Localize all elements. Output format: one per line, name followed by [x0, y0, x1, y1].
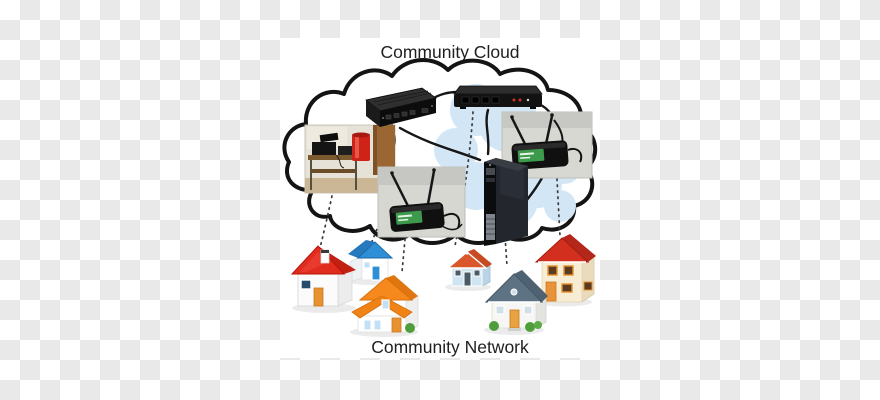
black-equipment — [312, 142, 336, 155]
house-window — [363, 261, 371, 269]
connection-line — [398, 126, 482, 162]
house-door — [371, 265, 381, 281]
cloud-title: Community Cloud — [380, 42, 519, 62]
diagram-svg: Community Cloud — [282, 42, 597, 357]
house-door — [509, 309, 520, 329]
house-window — [473, 269, 481, 277]
pc-optical-drive — [486, 168, 495, 175]
desktop-pc — [484, 158, 528, 246]
house-roof-side — [467, 249, 492, 268]
house-door — [313, 287, 324, 307]
attic-window — [510, 288, 518, 296]
photo-floor — [305, 178, 395, 193]
house-roof-side — [514, 270, 548, 302]
small-blue-house — [445, 249, 492, 291]
network-caption: Community Network — [371, 337, 529, 357]
red-bin — [352, 135, 370, 161]
wood-panel — [373, 125, 395, 175]
pc-power-button — [489, 164, 491, 166]
router-antenna — [544, 115, 554, 145]
house-roof — [446, 251, 488, 269]
house-window — [454, 269, 462, 277]
house-porch-roof — [351, 295, 413, 319]
house-roof — [356, 241, 394, 259]
house-window — [495, 305, 505, 315]
server-side — [366, 100, 380, 127]
dotted-link — [370, 223, 380, 245]
switch-ports — [461, 96, 500, 104]
router-cable — [443, 212, 461, 229]
upper-windows — [547, 265, 574, 276]
router-green-label — [395, 210, 423, 225]
house-window — [523, 305, 533, 315]
router-cable — [567, 148, 583, 163]
shrub — [489, 321, 499, 331]
house-window — [381, 299, 390, 310]
dotted-link — [319, 195, 333, 249]
tan-two-story-house — [534, 234, 596, 307]
house-roof-side — [562, 234, 596, 262]
house-roof-side — [348, 240, 375, 258]
router-green-label — [517, 148, 545, 163]
switch-top — [453, 85, 543, 95]
red-roof-house — [290, 245, 356, 313]
server-ports — [385, 108, 429, 120]
house-window — [583, 281, 593, 291]
gray-roof-house — [484, 270, 548, 335]
status-led — [512, 98, 516, 102]
shrub — [534, 321, 542, 329]
desk-top — [308, 155, 360, 160]
orange-roof-house — [350, 275, 419, 337]
house-door — [391, 317, 402, 333]
blue-roof-house — [348, 240, 394, 285]
house-roof-side — [386, 275, 418, 300]
router-antenna — [426, 170, 436, 205]
server-front — [380, 98, 436, 127]
shrub — [525, 322, 535, 332]
shrub — [405, 323, 415, 333]
router-antenna — [390, 173, 410, 207]
pc-vent-grille — [486, 214, 495, 240]
community-cloud-diagram: Community Cloud — [280, 38, 600, 358]
network-switch — [453, 85, 543, 109]
house-window — [563, 265, 574, 276]
house-door — [463, 271, 472, 287]
status-led — [518, 98, 522, 102]
router-antenna — [510, 117, 528, 147]
mini-server — [365, 87, 437, 127]
house-door — [545, 281, 557, 302]
wifi-router-right — [501, 111, 593, 179]
door-steps — [508, 328, 521, 331]
house-window — [561, 283, 573, 293]
pc-top — [484, 158, 528, 171]
connection-line — [485, 108, 490, 156]
dotted-link — [401, 238, 406, 273]
house-window — [547, 265, 558, 276]
wifi-router-left — [377, 166, 466, 238]
house-window — [373, 319, 382, 331]
house-window — [300, 279, 312, 290]
house-window — [363, 319, 372, 331]
